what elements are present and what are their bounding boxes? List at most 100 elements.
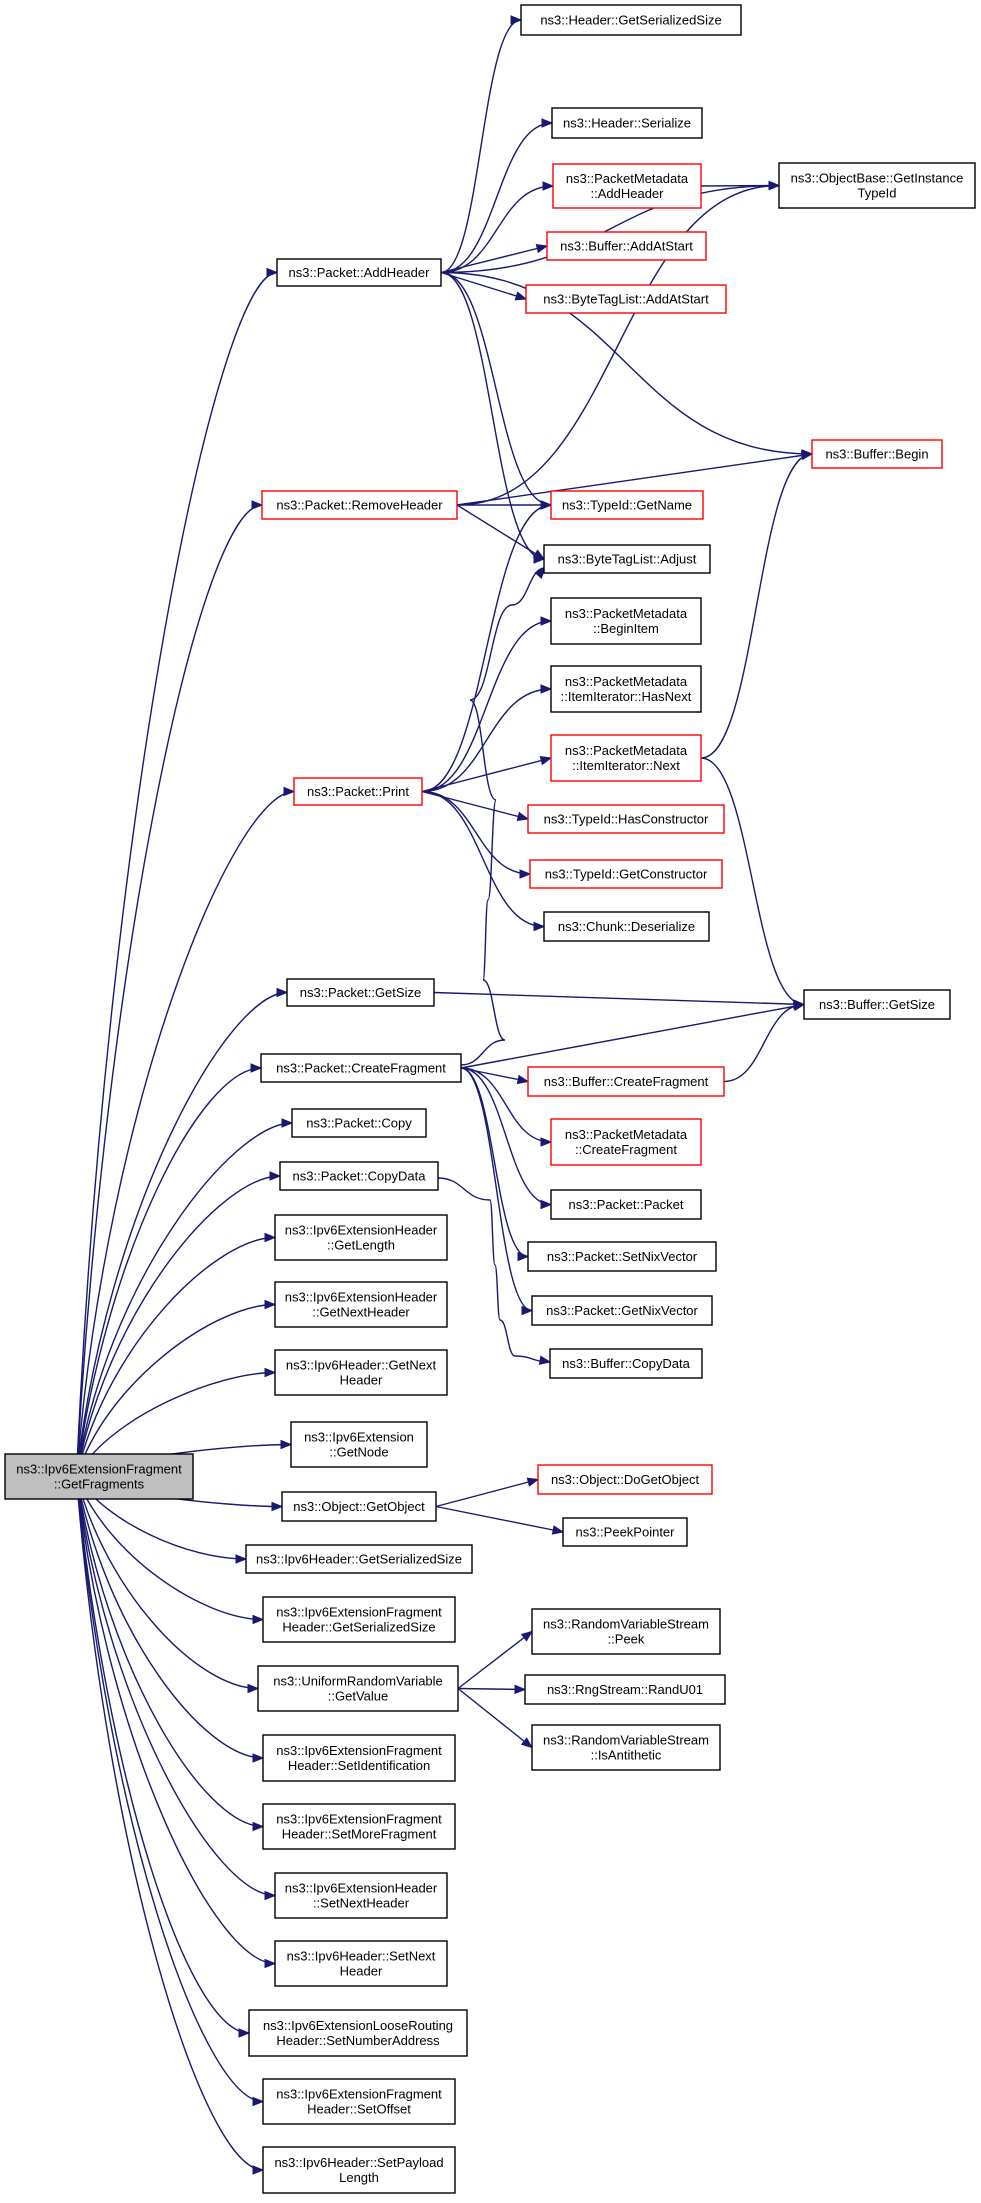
arrowhead-icon	[534, 566, 546, 579]
node-ext_getlength[interactable]: ns3::Ipv6ExtensionHeader::GetLength	[274, 1214, 448, 1261]
edge-pkt_createfrag-to-pkt_setnix	[460, 1067, 530, 1262]
node-buf_createfrag[interactable]: ns3::Buffer::CreateFragment	[527, 1066, 725, 1097]
arrowhead-icon	[238, 2028, 251, 2038]
node-rvs_isanti[interactable]: ns3::RandomVariableStream::IsAntithetic	[531, 1724, 721, 1771]
node-pkt_addheader[interactable]: ns3::Packet::AddHeader	[276, 258, 442, 287]
node-obj_dogetobj[interactable]: ns3::Object::DoGetObject	[537, 1464, 713, 1495]
arrowhead-icon	[252, 1753, 265, 1763]
edge-line	[435, 1505, 564, 1533]
node-rng_randu01[interactable]: ns3::RngStream::RandU01	[524, 1674, 726, 1705]
arrowhead-icon	[520, 1630, 534, 1642]
node-label: ns3::Ipv6ExtensionFragment	[276, 1743, 442, 1758]
node-frag_setmore[interactable]: ns3::Ipv6ExtensionFragmentHeader::SetMor…	[262, 1803, 456, 1850]
edge-line	[75, 271, 278, 1477]
node-label: ns3::PacketMetadata	[565, 674, 688, 689]
edge-root-to-loose_setnum	[75, 1476, 251, 2038]
node-pm_hasnext[interactable]: ns3::PacketMetadata::ItemIterator::HasNe…	[550, 665, 702, 713]
node-ipv6_setnexthdr[interactable]: ns3::Ipv6Header::SetNextHeader	[274, 1940, 448, 1987]
node-label: ns3::Packet::Packet	[569, 1197, 684, 1212]
node-root[interactable]: ns3::Ipv6ExtensionFragment::GetFragments	[4, 1453, 194, 1500]
edge-root-to-ext_getnexthdr	[75, 1299, 277, 1477]
node-pkt_print[interactable]: ns3::Packet::Print	[293, 777, 423, 806]
node-pkt_copydata[interactable]: ns3::Packet::CopyData	[279, 1161, 439, 1191]
node-buf_addatstart[interactable]: ns3::Buffer::AddAtStart	[546, 231, 707, 261]
node-pkt_packet[interactable]: ns3::Packet::Packet	[550, 1189, 702, 1220]
node-pkt_copy[interactable]: ns3::Packet::Copy	[291, 1108, 427, 1138]
node-pkt_getsize[interactable]: ns3::Packet::GetSize	[286, 978, 435, 1007]
node-box	[550, 665, 702, 713]
node-typeid_hascons[interactable]: ns3::TypeId::HasConstructor	[527, 804, 725, 834]
arrowhead-icon	[540, 1199, 553, 1210]
node-pm_beginitem[interactable]: ns3::PacketMetadata::BeginItem	[550, 597, 702, 645]
node-box	[550, 1118, 702, 1166]
node-rvs_peek[interactable]: ns3::RandomVariableStream::Peek	[531, 1608, 721, 1655]
node-label: ns3::PacketMetadata	[565, 743, 688, 758]
node-ipv6_getser[interactable]: ns3::Ipv6Header::GetSerializedSize	[245, 1544, 473, 1574]
node-label: ns3::Ipv6Header::GetNext	[286, 1358, 437, 1373]
node-box	[281, 1491, 437, 1522]
node-label: ns3::RngStream::RandU01	[547, 1682, 703, 1697]
node-box	[279, 1161, 439, 1191]
node-btl_addatstart[interactable]: ns3::ByteTagList::AddAtStart	[525, 284, 727, 314]
node-typeid_getname[interactable]: ns3::TypeId::GetName	[550, 490, 704, 520]
node-label: Header::SetOffset	[307, 2102, 411, 2117]
node-ext_setnexthdr[interactable]: ns3::Ipv6ExtensionHeader::SetNextHeader	[274, 1872, 448, 1919]
node-hdr_getser[interactable]: ns3::Header::GetSerializedSize	[520, 4, 742, 36]
node-pm_createfrag[interactable]: ns3::PacketMetadata::CreateFragment	[550, 1118, 702, 1166]
node-pkt_getnix[interactable]: ns3::Packet::GetNixVector	[531, 1295, 713, 1326]
node-chunk_deser[interactable]: ns3::Chunk::Deserialize	[543, 911, 710, 942]
node-box	[537, 1464, 713, 1495]
edge-obj_getobj-to-peekptr	[435, 1505, 565, 1535]
node-typeid_getcons[interactable]: ns3::TypeId::GetConstructor	[529, 859, 723, 889]
arrowhead-icon	[514, 1684, 527, 1695]
node-label: Header::SetIdentification	[288, 1758, 430, 1773]
node-loose_setnum[interactable]: ns3::Ipv6ExtensionLooseRoutingHeader::Se…	[248, 2009, 468, 2057]
node-label: ::SetNextHeader	[313, 1896, 410, 1911]
node-peekptr[interactable]: ns3::PeekPointer	[562, 1517, 688, 1547]
edge-line	[421, 620, 552, 793]
node-pkt_setnix[interactable]: ns3::Packet::SetNixVector	[527, 1241, 717, 1272]
edge-root-to-pkt_addheader	[75, 267, 279, 1477]
node-frag_setid[interactable]: ns3::Ipv6ExtensionFragmentHeader::SetIde…	[262, 1734, 456, 1782]
node-buf_getsize[interactable]: ns3::Buffer::GetSize	[803, 989, 951, 1020]
edge-line	[75, 991, 288, 1477]
edge-line	[460, 1067, 552, 1143]
node-label: ::GetNode	[329, 1445, 388, 1460]
node-box	[257, 1665, 459, 1712]
edge-pkt_removeheader-to-typeid_getname	[457, 500, 553, 510]
arrowhead-icon	[235, 1554, 248, 1564]
node-obj_getobj[interactable]: ns3::Object::GetObject	[281, 1491, 437, 1522]
node-frag_setoffset[interactable]: ns3::Ipv6ExtensionFragmentHeader::SetOff…	[262, 2078, 456, 2125]
node-label: Header::SetMoreFragment	[282, 1827, 437, 1842]
node-ext_getnexthdr[interactable]: ns3::Ipv6ExtensionHeader::GetNextHeader	[274, 1281, 448, 1328]
node-ext_getnode[interactable]: ns3::Ipv6Extension::GetNode	[290, 1421, 428, 1468]
node-frag_getser[interactable]: ns3::Ipv6ExtensionFragmentHeader::GetSer…	[262, 1596, 456, 1643]
node-ipv6_getnexthdr[interactable]: ns3::Ipv6Header::GetNextHeader	[274, 1349, 448, 1396]
node-pkt_createfrag[interactable]: ns3::Packet::CreateFragment	[260, 1053, 462, 1083]
node-urv_getvalue[interactable]: ns3::UniformRandomVariable::GetValue	[257, 1665, 459, 1712]
node-pkt_removeheader[interactable]: ns3::Packet::RemoveHeader	[261, 490, 458, 520]
edge-line	[421, 790, 531, 875]
node-label: ns3::Header::GetSerializedSize	[540, 13, 721, 28]
edge-line	[456, 184, 780, 506]
node-buf_begin[interactable]: ns3::Buffer::Begin	[811, 439, 943, 469]
edge-pkt_print-to-typeid_hascons	[421, 790, 530, 821]
node-box	[550, 734, 702, 782]
node-label: Length	[339, 2170, 379, 2185]
edge-line	[440, 185, 554, 274]
node-pm_addheader[interactable]: ns3::PacketMetadata::AddHeader	[552, 163, 702, 209]
node-btl_adjust[interactable]: ns3::ByteTagList::Adjust	[543, 544, 711, 574]
node-label: ns3::Ipv6Header::GetSerializedSize	[256, 1552, 462, 1567]
arrowhead-icon	[517, 1251, 530, 1262]
node-pm_next[interactable]: ns3::PacketMetadata::ItemIterator::Next	[550, 734, 702, 782]
node-label: ::IsAntithetic	[591, 1748, 662, 1763]
node-hdr_ser[interactable]: ns3::Header::Serialize	[551, 107, 703, 139]
node-box	[286, 978, 435, 1007]
node-buf_copydata[interactable]: ns3::Buffer::CopyData	[549, 1348, 703, 1379]
edge-urv_getvalue-to-rng_randu01	[457, 1684, 527, 1695]
nodes-layer: ns3::Ipv6ExtensionFragment::GetFragments…	[4, 4, 976, 2194]
node-label: ns3::Buffer::GetSize	[819, 997, 935, 1012]
